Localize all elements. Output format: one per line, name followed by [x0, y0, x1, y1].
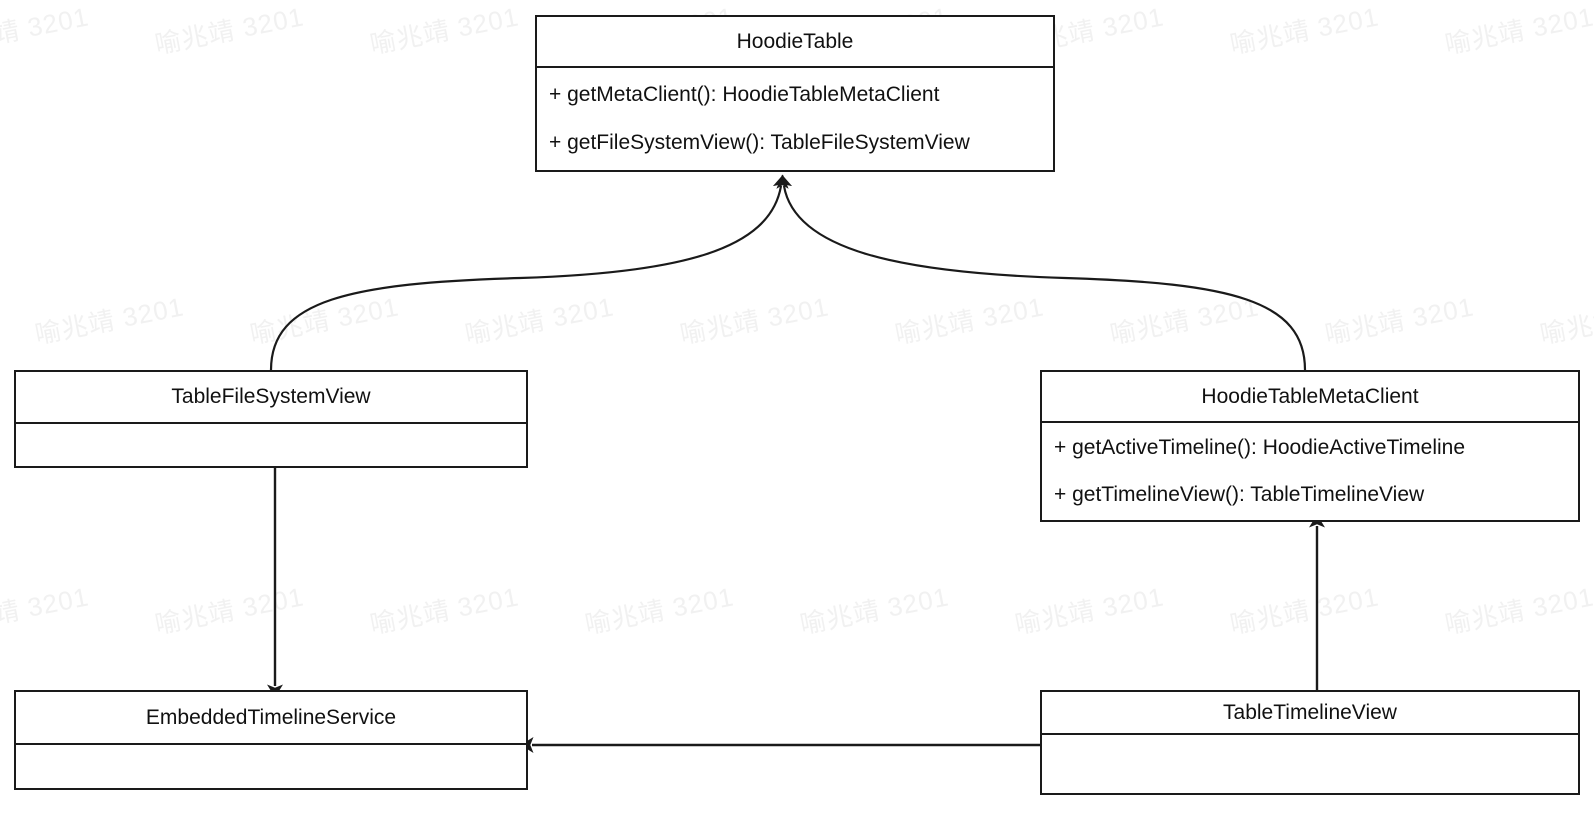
- watermark-text: 喻兆靖 3201: [367, 581, 522, 640]
- watermark-text: 喻兆靖 3201: [0, 1, 92, 60]
- watermark-text: 喻兆靖 3201: [1227, 1, 1382, 60]
- watermark-text: 喻兆靖 3201: [367, 1, 522, 60]
- class-member: + getMetaClient(): HoodieTableMetaClient: [549, 82, 940, 106]
- connector-hoodietablemetaclient-to-hoodietable: [776, 174, 1307, 371]
- class-name-table-file-system-view: TableFileSystemView: [16, 372, 526, 424]
- class-box-table-timeline-view[interactable]: TableTimelineView: [1040, 690, 1580, 795]
- watermark-text: 喻兆靖 3201: [1537, 291, 1594, 350]
- watermark-text: 喻兆靖 3201: [462, 291, 617, 350]
- watermark-text: 喻兆靖 3201: [152, 581, 307, 640]
- watermark-text: 喻兆靖 3201: [32, 291, 187, 350]
- watermark-text: 喻兆靖 3201: [0, 581, 92, 640]
- class-box-embedded-timeline-service[interactable]: EmbeddedTimelineService: [14, 690, 528, 790]
- class-box-hoodie-table-meta-client[interactable]: HoodieTableMetaClient + getActiveTimelin…: [1040, 370, 1580, 522]
- connector-tablefilesystemview-to-hoodietable: [269, 174, 789, 371]
- watermark-text: 喻兆靖 3201: [1442, 581, 1594, 640]
- watermark-text: 喻兆靖 3201: [1442, 1, 1594, 60]
- watermark-text: 喻兆靖 3201: [1322, 291, 1477, 350]
- watermark-text: 喻兆靖 3201: [1107, 291, 1262, 350]
- watermark-text: 喻兆靖 3201: [152, 1, 307, 60]
- class-members-embedded-timeline-service: [16, 745, 526, 788]
- watermark-text: 喻兆靖 3201: [1012, 581, 1167, 640]
- watermark-text: 喻兆靖 3201: [582, 581, 737, 640]
- class-member: + getTimelineView(): TableTimelineView: [1054, 483, 1425, 506]
- class-name-table-timeline-view: TableTimelineView: [1042, 692, 1578, 735]
- class-members-table-file-system-view: [16, 424, 526, 466]
- class-members-hoodie-table-meta-client: + getActiveTimeline(): HoodieActiveTimel…: [1042, 423, 1578, 520]
- watermark-text: 喻兆靖 3201: [892, 291, 1047, 350]
- watermark-text: 喻兆靖 3201: [247, 291, 402, 350]
- class-name-hoodie-table: HoodieTable: [537, 17, 1053, 68]
- class-members-table-timeline-view: [1042, 735, 1578, 793]
- class-name-embedded-timeline-service: EmbeddedTimelineService: [16, 692, 526, 745]
- class-name-hoodie-table-meta-client: HoodieTableMetaClient: [1042, 372, 1578, 423]
- class-members-hoodie-table: + getMetaClient(): HoodieTableMetaClient…: [537, 68, 1053, 170]
- watermark-text: 喻兆靖 3201: [797, 581, 952, 640]
- watermark-text: 喻兆靖 3201: [1227, 581, 1382, 640]
- class-box-table-file-system-view[interactable]: TableFileSystemView: [14, 370, 528, 468]
- watermark-text: 喻兆靖 3201: [677, 291, 832, 350]
- class-member: + getActiveTimeline(): HoodieActiveTimel…: [1054, 435, 1466, 459]
- class-box-hoodie-table[interactable]: HoodieTable + getMetaClient(): HoodieTab…: [535, 15, 1055, 172]
- class-member: + getFileSystemView(): TableFileSystemVi…: [549, 131, 970, 154]
